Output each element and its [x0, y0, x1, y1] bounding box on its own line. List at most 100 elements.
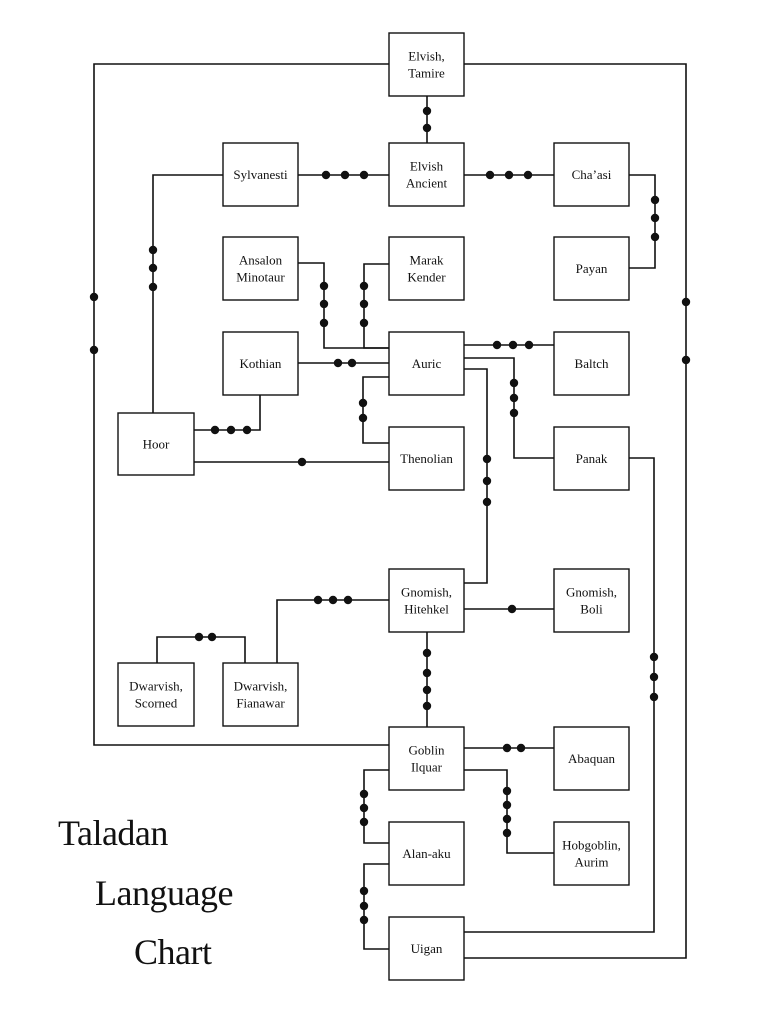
link-chaasi-to-payan-dot	[650, 232, 660, 242]
link-panak-to-uigan-dot	[649, 672, 659, 682]
link-sylvanesti-to-elvish-ancient-dot	[359, 170, 369, 180]
link-marak-to-auric-dot	[359, 299, 369, 309]
node-label: Kender	[407, 270, 446, 285]
node-label: Uigan	[411, 941, 443, 956]
link-tamire-to-elvish-ancient-dot	[422, 123, 432, 133]
link-chaasi-to-payan-dot	[650, 195, 660, 205]
node-gnomish-boli: Gnomish,Boli	[553, 568, 630, 633]
node-label: Scorned	[135, 696, 178, 711]
node-label: Ancient	[406, 176, 448, 191]
link-auric-to-gnomish-hitehkel-dot	[482, 497, 492, 507]
link-ansalon-to-auric-dot	[319, 281, 329, 291]
link-elvish-ancient-to-chaasi-dot	[504, 170, 514, 180]
link-goblin-to-abaquan-dot	[516, 743, 526, 753]
link-kothian-to-hoor	[194, 395, 261, 431]
node-label: Hitehkel	[404, 602, 449, 617]
link-goblin-to-hobgoblin-dot	[502, 814, 512, 824]
node-uigan: Uigan	[388, 916, 465, 981]
node-gnomish-hitehkel: Gnomish,Hitehkel	[388, 568, 465, 633]
node-label: Sylvanesti	[233, 167, 288, 182]
node-label: Elvish,	[408, 49, 444, 64]
node-label: Ilquar	[411, 760, 443, 775]
link-tamire-to-goblin	[93, 63, 389, 746]
link-auric-to-gnomish-hitehkel	[464, 368, 488, 584]
link-auric-to-thenolian	[362, 376, 389, 444]
link-tamire-to-uigan-dot	[681, 355, 691, 365]
node-box	[222, 236, 299, 301]
link-tamire-to-elvish-ancient-dot	[422, 106, 432, 116]
link-chaasi-to-payan-dot	[650, 213, 660, 223]
node-label: Minotaur	[236, 270, 285, 285]
link-auric-to-thenolian-dot	[358, 398, 368, 408]
node-box	[553, 426, 630, 491]
link-sylvanesti-to-hoor	[152, 174, 223, 413]
link-tamire-to-uigan-dot	[681, 297, 691, 307]
link-goblin-to-hobgoblin-dot	[502, 786, 512, 796]
node-box	[388, 726, 465, 791]
link-auric-to-panak	[464, 357, 554, 459]
node-alanaku: Alan-aku	[388, 821, 465, 886]
node-box	[388, 32, 465, 97]
link-panak-to-uigan-dot	[649, 652, 659, 662]
link-panak-to-uigan-dot	[649, 692, 659, 702]
link-elvish-ancient-to-chaasi-dot	[523, 170, 533, 180]
link-gnomish-hitehkel-to-dwarvish-fianawar	[276, 599, 389, 663]
link-marak-to-auric-dot	[359, 318, 369, 328]
node-label: Marak	[410, 253, 444, 268]
node-box	[388, 916, 465, 981]
link-auric-to-baltch-dot	[492, 340, 502, 350]
node-label: Abaquan	[568, 751, 615, 766]
chart-title-line-2: Language	[95, 873, 233, 913]
node-dwarvish-scorned: Dwarvish,Scorned	[117, 662, 195, 727]
node-box	[117, 412, 195, 476]
link-auric-to-panak-dot	[509, 378, 519, 388]
node-box	[553, 821, 630, 886]
chart-title-line-3: Chart	[134, 932, 212, 972]
link-sylvanesti-to-elvish-ancient-dot	[321, 170, 331, 180]
link-sylvanesti-to-hoor-dot	[148, 282, 158, 292]
node-sylvanesti: Sylvanesti	[222, 142, 299, 207]
node-box	[388, 568, 465, 633]
link-auric-to-panak-dot	[509, 408, 519, 418]
link-kothian-to-auric-dot	[333, 358, 343, 368]
link-auric-to-thenolian-dot	[358, 413, 368, 423]
link-tamire-to-goblin-dot	[89, 345, 99, 355]
link-dwarvish-fianawar-to-dwarvish-scorned-dot	[207, 632, 217, 642]
node-box	[388, 142, 465, 207]
node-box	[388, 821, 465, 886]
node-payan: Payan	[553, 236, 630, 301]
node-label: Thenolian	[400, 451, 453, 466]
link-gnomish-hitehkel-to-goblin-dot	[422, 668, 432, 678]
node-label: Auric	[412, 356, 442, 371]
link-goblin-to-alanaku-dot	[359, 817, 369, 827]
node-tamire: Elvish,Tamire	[388, 32, 465, 97]
link-goblin-to-hobgoblin	[464, 769, 554, 854]
link-gnomish-hitehkel-to-goblin-dot	[422, 685, 432, 695]
node-box	[388, 236, 465, 301]
links-layer	[93, 63, 687, 959]
node-panak: Panak	[553, 426, 630, 491]
node-thenolian: Thenolian	[388, 426, 465, 491]
link-goblin-to-alanaku-dot	[359, 803, 369, 813]
node-box	[388, 331, 465, 396]
link-kothian-to-hoor-dot	[242, 425, 252, 435]
node-label: Ansalon	[239, 253, 283, 268]
node-label: Gnomish,	[566, 585, 617, 600]
node-label: Goblin	[408, 743, 445, 758]
link-chaasi-to-payan	[629, 174, 656, 269]
link-kothian-to-auric-dot	[347, 358, 357, 368]
node-label: Panak	[576, 451, 608, 466]
link-auric-to-gnomish-hitehkel-dot	[482, 476, 492, 486]
link-sylvanesti-to-hoor-dot	[148, 245, 158, 255]
node-box	[222, 662, 299, 727]
chart-title-line-1: Taladan	[58, 813, 168, 853]
node-chaasi: Cha’asi	[553, 142, 630, 207]
node-label: Cha’asi	[572, 167, 612, 182]
link-sylvanesti-to-hoor-dot	[148, 263, 158, 273]
node-label: Hoor	[143, 437, 170, 452]
link-gnomish-hitehkel-to-dwarvish-fianawar-dot	[343, 595, 353, 605]
